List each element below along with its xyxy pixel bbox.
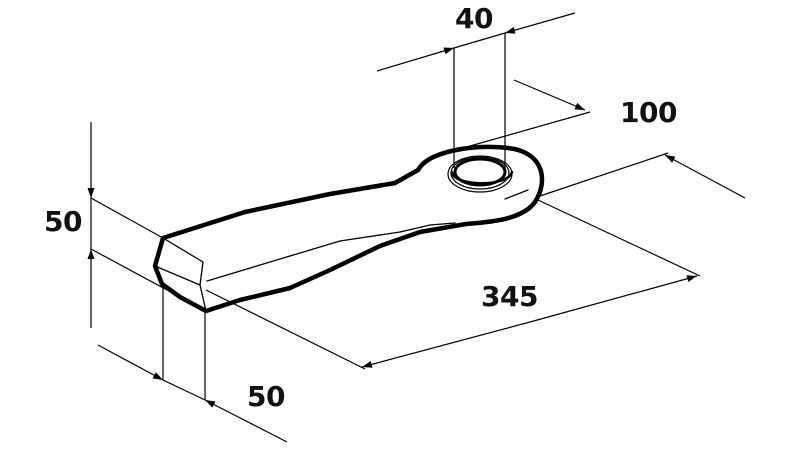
blade-face-edge [206,222,456,282]
dimension-label-345: 345 [481,280,538,313]
blade-outline [152,144,545,314]
dimension-50-thickness [97,284,288,443]
mounting-hole [447,155,514,193]
dimension-label-50-height: 50 [44,205,82,238]
dimension-label-100: 100 [620,96,677,129]
blade-end-chamfer-2 [154,265,201,286]
dimension-50-height [87,122,207,328]
eye-face-edge [504,189,529,200]
dimension-40 [376,12,576,170]
dimension-label-40: 40 [455,2,493,35]
dimension-100 [469,79,746,199]
blade-end-chamfer [162,237,207,312]
dimension-345 [205,199,701,370]
dimension-label-50-thickness: 50 [247,380,285,413]
blade-part [152,144,545,314]
